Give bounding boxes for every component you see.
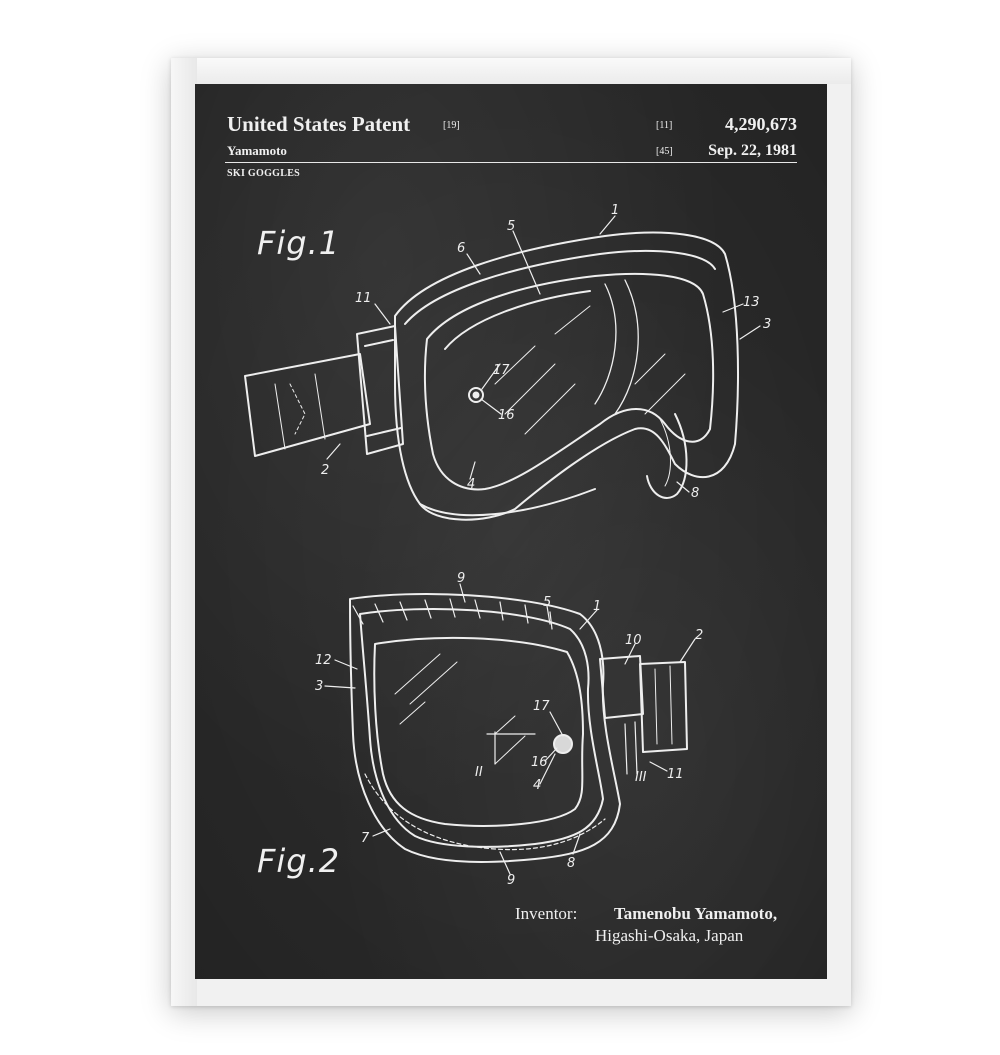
leader-lines (324, 215, 761, 875)
section-mark-right: III (635, 770, 647, 785)
ref-2: 2 (321, 463, 329, 478)
ref-8: 8 (691, 486, 699, 501)
ref-12: 12 (315, 653, 332, 668)
fig2-label: Fig.2 (257, 842, 341, 880)
ref-1b: 1 (593, 599, 601, 614)
ref-2b: 2 (695, 628, 703, 643)
ref-16b: 16 (531, 755, 548, 770)
ref-17: 17 (493, 363, 510, 378)
patent-date: Sep. 22, 1981 (708, 142, 797, 159)
ref-7: 7 (361, 831, 370, 846)
patent-header: United States Patent (227, 112, 411, 136)
ref-6: 6 (457, 241, 465, 256)
chalkboard-print: United States Patent [19] [11] 4,290,673… (195, 84, 827, 979)
inventor-name: Tamenobu Yamamoto, (614, 904, 778, 923)
ref-8b: 8 (567, 856, 575, 871)
frame-left-bevel (171, 58, 197, 1006)
inventor-label: Inventor: (515, 904, 578, 923)
number-code: [11] (656, 120, 673, 131)
header-code: [19] (443, 120, 460, 131)
ref-4: 4 (467, 477, 475, 492)
goggles-drawing: 1 5 6 11 13 3 17 16 2 4 8 9 5 1 10 2 12 … (244, 203, 771, 888)
date-code: [45] (656, 146, 673, 157)
ref-9-bottom: 9 (507, 873, 515, 888)
patent-number: 4,290,673 (725, 114, 797, 134)
ref-4b: 4 (533, 778, 541, 793)
reference-numerals: 1 5 6 11 13 3 17 16 2 4 8 9 5 1 10 2 12 … (315, 203, 771, 888)
ref-3: 3 (763, 317, 771, 332)
section-mark-left: II (475, 765, 483, 780)
fig2-goggles-illustration (349, 593, 688, 863)
inventor-location: Higashi-Osaka, Japan (595, 926, 744, 945)
ref-5b: 5 (543, 595, 551, 610)
ref-5: 5 (507, 219, 515, 234)
fig1-label: Fig.1 (257, 224, 341, 262)
ref-1: 1 (611, 203, 619, 218)
ref-11b: 11 (667, 767, 684, 782)
fig1-goggles-illustration (244, 231, 739, 521)
ref-17b: 17 (533, 699, 550, 714)
ref-16: 16 (498, 408, 515, 423)
header-rule (225, 162, 797, 163)
ref-13: 13 (743, 295, 760, 310)
frame-top-bevel (171, 58, 851, 84)
ref-10: 10 (625, 633, 642, 648)
ref-9-top: 9 (457, 571, 465, 586)
ref-11: 11 (355, 291, 372, 306)
inventor-surname: Yamamoto (227, 143, 287, 158)
patent-subject: SKI GOGGLES (227, 168, 301, 179)
ref-3b: 3 (315, 679, 323, 694)
